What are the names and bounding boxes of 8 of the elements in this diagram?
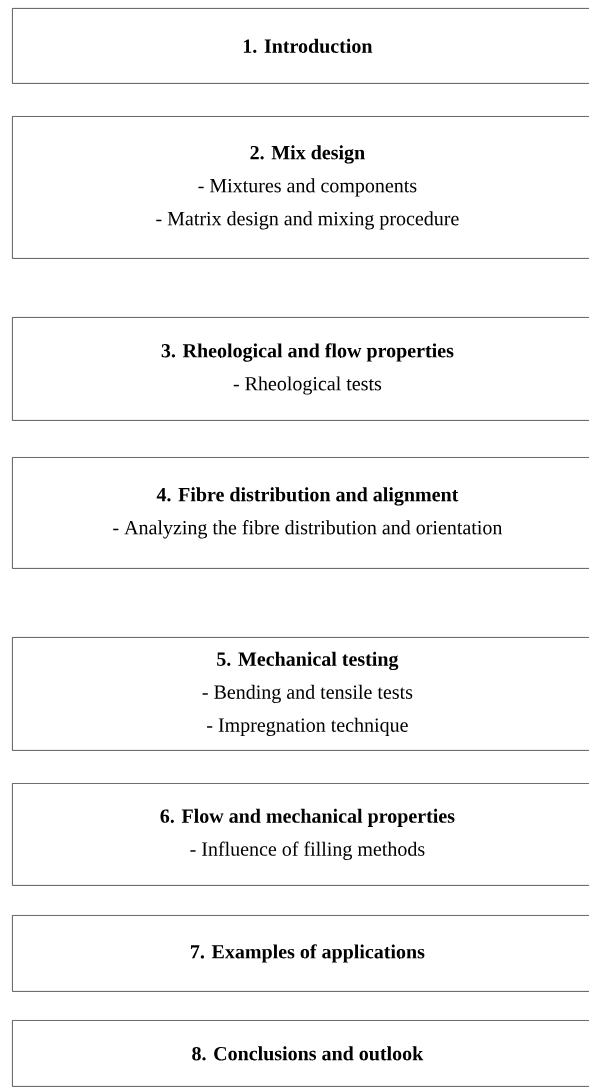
section-box: 1. Introduction: [12, 8, 589, 84]
section-box: 7. Examples of applications: [12, 915, 589, 992]
section-box: 3. Rheological and flow properties - Rheological tests: [12, 317, 589, 421]
section-box: 8. Conclusions and outlook: [12, 1020, 589, 1087]
section-box: 6. Flow and mechanical properties - Influence of filling methods: [12, 783, 589, 886]
section-box: 5. Mechanical testing - Bending and tensile tests - Impregnation technique: [12, 637, 589, 751]
section-box: 2. Mix design - Mixtures and components - Matrix design and mixing procedure: [12, 116, 589, 259]
section-box: 4. Fibre distribution and alignment - Analyzing the fibre distribution and orientation: [12, 457, 589, 569]
